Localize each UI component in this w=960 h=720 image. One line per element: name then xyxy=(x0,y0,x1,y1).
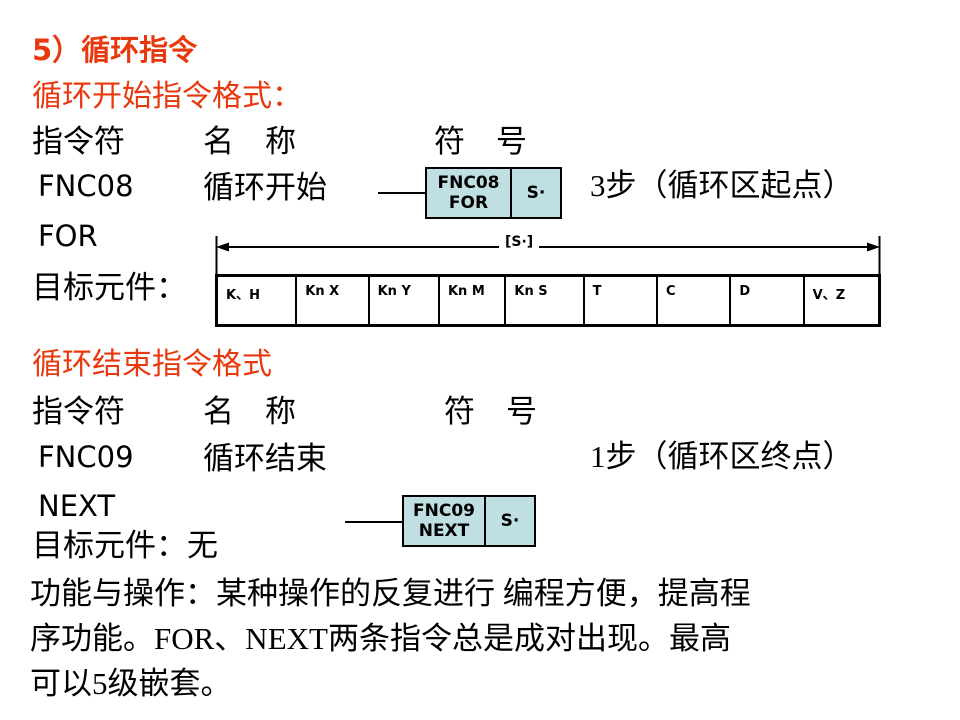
end-block-lead-line xyxy=(345,521,403,523)
page-title: 5）循环指令 xyxy=(32,33,198,67)
start-block-lead-line xyxy=(378,192,426,194)
range-arrow-label: [S·] xyxy=(499,234,540,250)
operand-cell: Kn Y xyxy=(370,277,440,324)
end-instruction-name: 循环结束 xyxy=(203,441,327,476)
operand-cell: T xyxy=(585,277,658,324)
ladder-block-for-line2: FOR xyxy=(448,193,489,213)
column-header-symbol: 符 号 xyxy=(434,124,527,159)
ladder-block-for-body: FNC08 FOR xyxy=(427,169,510,217)
ladder-block-for: FNC08 FOR S· xyxy=(425,167,562,219)
end-instruction-fnc-number: FNC09 xyxy=(38,440,134,474)
end-instruction-mnemonic: NEXT xyxy=(38,489,116,523)
operand-cell: C xyxy=(658,277,732,324)
ladder-block-for-operand: S· xyxy=(510,169,560,217)
end-operand-label: 目标元件：无 xyxy=(32,528,218,563)
column-header-name: 名 称 xyxy=(203,124,296,159)
column-header-name-2: 名 称 xyxy=(203,394,296,429)
operand-table: K、H Kn X Kn Y Kn M Kn S T C D V、Z xyxy=(215,274,881,327)
start-instruction-name: 循环开始 xyxy=(203,170,327,205)
start-operand-label: 目标元件： xyxy=(32,270,187,305)
ladder-block-for-line1: FNC08 xyxy=(437,173,500,193)
start-instruction-fnc-number: FNC08 xyxy=(38,169,134,203)
operand-cell: K、H xyxy=(218,277,298,324)
ladder-block-next-body: FNC09 NEXT xyxy=(404,497,484,545)
range-arrow: [S·] xyxy=(215,234,881,274)
description-line-2: 序功能。FOR、NEXT两条指令总是成对出现。最高 xyxy=(30,621,731,656)
ladder-block-next-operand: S· xyxy=(484,497,534,545)
section-heading-loop-end: 循环结束指令格式 xyxy=(32,348,272,381)
operand-cell: Kn S xyxy=(506,277,585,324)
start-instruction-mnemonic: FOR xyxy=(38,219,98,253)
operand-cell: D xyxy=(731,277,805,324)
range-arrow-svg xyxy=(215,236,881,274)
operand-cell: Kn M xyxy=(440,277,507,324)
ladder-block-next-line2: NEXT xyxy=(418,521,470,541)
start-instruction-steps-note: 3步（循环区起点） xyxy=(590,168,854,203)
operand-cell: V、Z xyxy=(812,288,846,303)
ladder-block-next-line1: FNC09 xyxy=(413,501,475,521)
column-header-symbol-2: 符 号 xyxy=(444,394,537,429)
column-header-mnemonic: 指令符 xyxy=(32,124,125,159)
end-instruction-steps-note: 1步（循环区终点） xyxy=(590,439,854,474)
description-line-1: 功能与操作：某种操作的反复进行 编程方便，提高程 xyxy=(30,576,751,611)
description-line-3: 可以5级嵌套。 xyxy=(30,666,232,701)
column-header-mnemonic-2: 指令符 xyxy=(32,394,125,429)
operand-cell: Kn X xyxy=(297,277,370,324)
section-heading-loop-start: 循环开始指令格式： xyxy=(32,80,302,113)
ladder-block-next: FNC09 NEXT S· xyxy=(402,495,536,547)
